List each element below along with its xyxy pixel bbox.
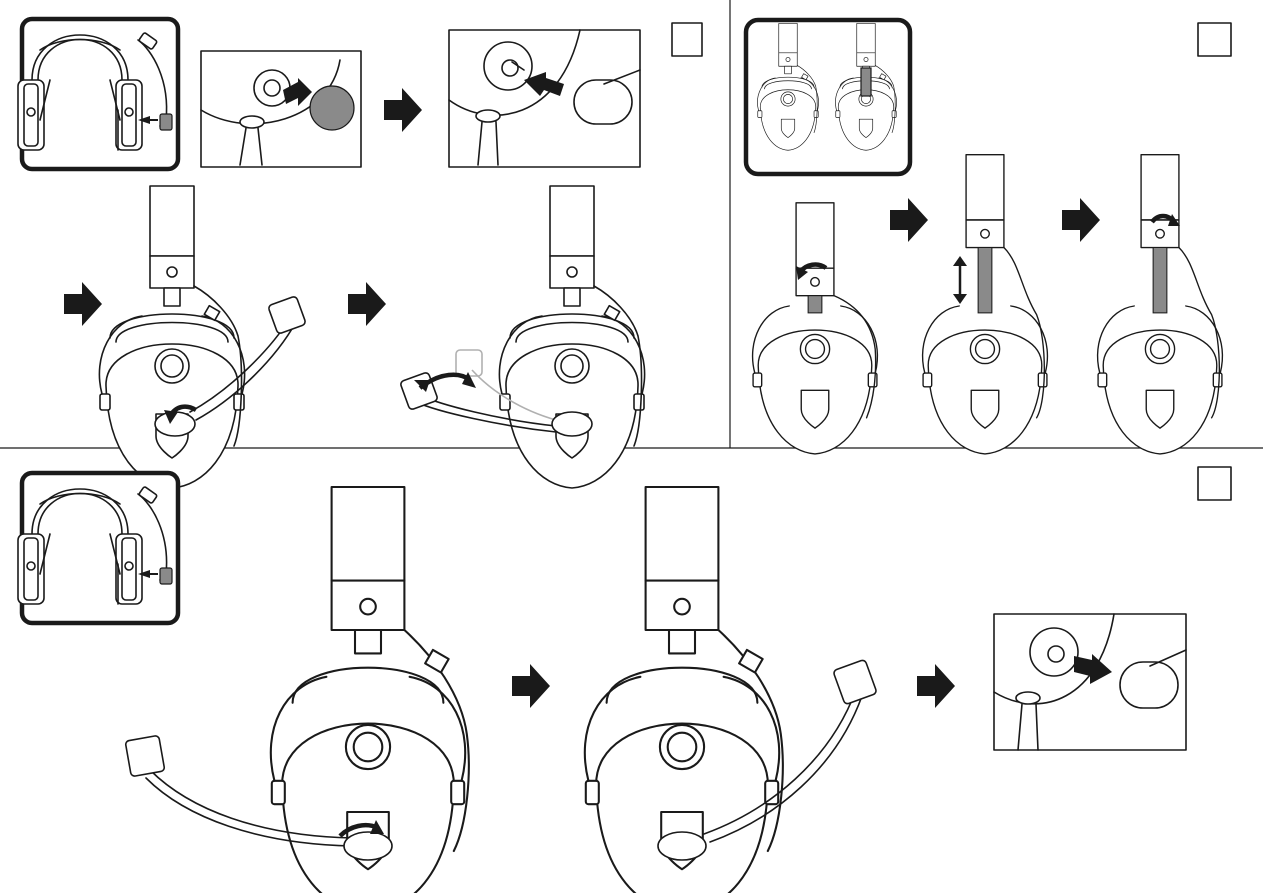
- arrow-right-icon: [384, 88, 422, 132]
- earcup-headband-short: [753, 203, 878, 454]
- step-box-2: [1198, 23, 1231, 56]
- step-box-1: [672, 23, 702, 56]
- earcup-mic-rotate: [499, 186, 644, 488]
- double-arrow-icon: [953, 256, 967, 304]
- step-box-3: [1198, 467, 1231, 500]
- earcup-mic-attach: [99, 186, 244, 488]
- earcup-headband-locked: [1098, 155, 1223, 454]
- earcup-headband-extended: [923, 155, 1048, 454]
